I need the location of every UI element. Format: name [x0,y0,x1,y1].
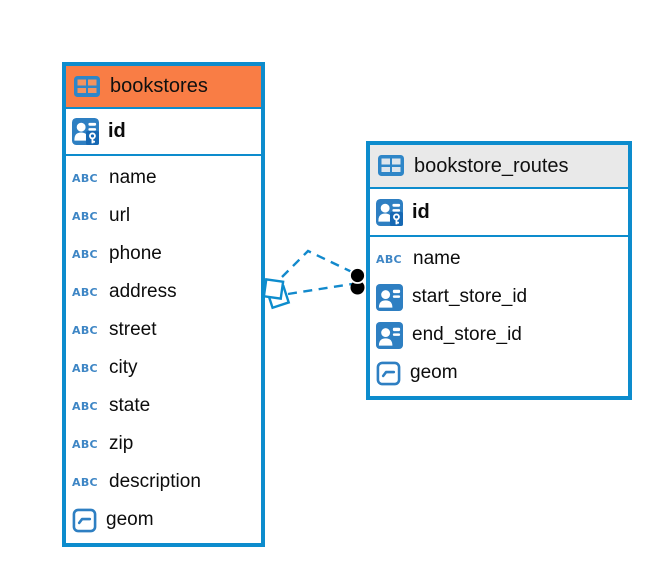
column-name: street [109,319,157,340]
geometry-type-icon [376,361,401,385]
column-name: zip [109,433,134,454]
table-icon [74,75,100,97]
column-name: end_store_id [412,324,522,345]
column-name: state [109,395,151,416]
text-type-icon: ABC [72,209,98,223]
column-row-id[interactable]: id [370,189,628,237]
column-name: city [109,357,138,378]
column-row-phone[interactable]: ABC phone [66,235,261,273]
entity-bookstores[interactable]: bookstores id ABC name ABC url ABC phone… [62,62,265,547]
column-name: name [413,248,461,269]
text-type-icon: ABC [72,171,98,185]
reference-type-icon [376,283,403,311]
relation-dot-marker[interactable] [349,267,366,295]
column-name: geom [106,509,154,530]
geometry-type-icon [72,508,97,532]
text-type-icon: ABC [72,437,98,451]
relation-line[interactable] [281,249,353,278]
primary-key-icon [376,198,403,226]
column-row-geom[interactable]: geom [66,501,261,539]
column-row-id[interactable]: id [66,109,261,156]
column-row-end-store-id[interactable]: end_store_id [370,316,628,354]
column-row-street[interactable]: ABC street [66,311,261,349]
primary-key-icon [72,118,99,145]
column-row-url[interactable]: ABC url [66,197,261,235]
text-type-icon: ABC [72,475,98,489]
column-row-zip[interactable]: ABC zip [66,425,261,463]
column-row-address[interactable]: ABC address [66,273,261,311]
relation-squares-marker[interactable] [262,278,291,310]
text-type-icon: ABC [376,252,402,266]
text-type-icon: ABC [72,247,98,261]
reference-type-icon [376,321,403,349]
column-name: phone [109,243,162,264]
column-name: geom [410,362,458,383]
column-row-name[interactable]: ABC name [370,240,628,278]
entity-bookstore-routes[interactable]: bookstore_routes id ABC name start_store… [366,141,632,400]
column-row-state[interactable]: ABC state [66,387,261,425]
table-header-bookstores[interactable]: bookstores [66,66,261,109]
table-title: bookstores [110,75,208,97]
column-name: start_store_id [412,286,528,307]
column-name: name [109,167,157,188]
column-name: description [109,471,201,492]
column-name: id [412,200,430,223]
text-type-icon: ABC [72,323,98,337]
column-row-city[interactable]: ABC city [66,349,261,387]
text-type-icon: ABC [72,361,98,375]
column-row-description[interactable]: ABC description [66,463,261,501]
column-name: url [109,205,131,226]
column-name: address [109,281,177,302]
relation-line[interactable] [287,282,353,296]
table-icon [378,155,404,176]
text-type-icon: ABC [72,399,98,413]
table-title: bookstore_routes [414,154,569,177]
text-type-icon: ABC [72,285,98,299]
column-row-geom[interactable]: geom [370,354,628,392]
table-header-bookstore-routes[interactable]: bookstore_routes [370,145,628,189]
column-name: id [108,120,126,142]
column-row-start-store-id[interactable]: start_store_id [370,278,628,316]
column-row-name[interactable]: ABC name [66,159,261,197]
